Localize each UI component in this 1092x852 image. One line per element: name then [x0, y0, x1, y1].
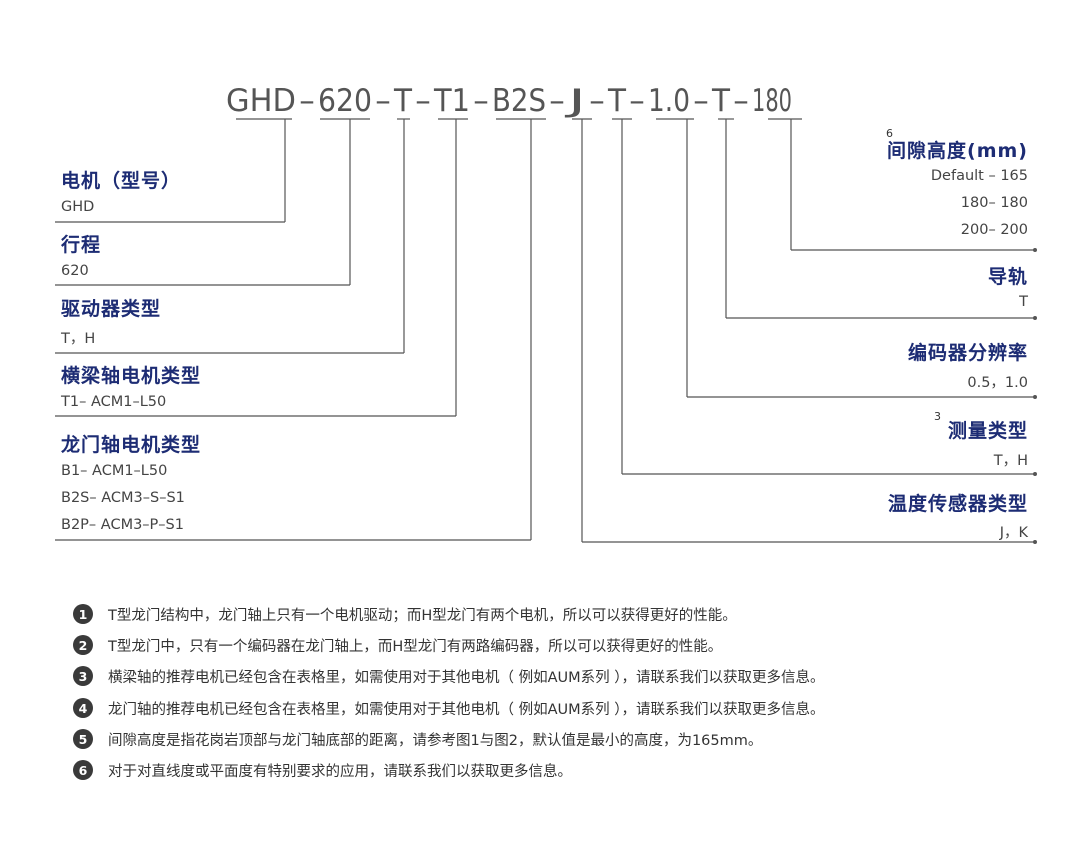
code-separator: – — [733, 83, 749, 119]
note-number-badge: 2 — [73, 635, 93, 655]
code-segment-3: T — [393, 83, 413, 119]
measurement-type-title: 测量类型 — [947, 420, 1028, 442]
note-item-2: 2 T型龙门中，只有一个编码器在龙门轴上，而H型龙门有两路编码器，所以可以获得更… — [73, 634, 722, 656]
note-text: T型龙门结构中，龙门轴上只有一个电机驱动；而H型龙门有两个电机，所以可以获得更好… — [108, 607, 737, 624]
stroke-value: 620 — [61, 263, 89, 279]
encoder-resolution-value: 0.5，1.0 — [967, 375, 1028, 391]
code-separator: – — [473, 83, 489, 119]
code-segment-7: T — [607, 83, 627, 119]
driver-type-title: 驱动器类型 — [61, 298, 162, 320]
code-segment-9: T — [711, 83, 731, 119]
code-separator: – — [589, 83, 605, 119]
code-separator: – — [375, 83, 391, 119]
encoder-resolution-title: 编码器分辨率 — [907, 342, 1028, 364]
note-number-badge: 5 — [73, 729, 93, 749]
note-text: 对于对直线度或平面度有特别要求的应用，请联系我们以获取更多信息。 — [108, 763, 572, 780]
note-number-badge: 4 — [73, 698, 93, 718]
guide-rail-value: T — [1019, 294, 1028, 310]
motor-model-title: 电机（型号） — [61, 170, 182, 192]
gap-height-value-2: 180– 180 — [960, 195, 1028, 211]
code-segment-6: J — [564, 83, 586, 119]
right-connector-dot-3 — [1033, 395, 1037, 399]
gap-height-value-1: Default – 165 — [930, 168, 1028, 184]
gantry-motor-type-value-2: B2S– ACM3–S–S1 — [61, 490, 185, 506]
code-separator: – — [549, 83, 565, 119]
note-text: T型龙门中，只有一个编码器在龙门轴上，而H型龙门有两路编码器，所以可以获得更好的… — [108, 638, 723, 655]
right-connector-dot-2 — [1033, 316, 1037, 320]
gantry-motor-type-value-1: B1– ACM1–L50 — [61, 463, 168, 479]
model-code: GHD–620–T–T1–B2S–J–T–1.0–T–180 — [226, 83, 792, 119]
right-connector-dot-4 — [1033, 472, 1037, 476]
code-segment-4: T1 — [433, 83, 470, 119]
gap-height-title: 间隙高度(mm) — [887, 140, 1028, 162]
code-separator: – — [299, 83, 315, 119]
code-segment-5: B2S — [492, 83, 546, 119]
code-separator: – — [693, 83, 709, 119]
note-number-badge: 3 — [73, 666, 93, 686]
code-segment-2: 620 — [318, 83, 372, 119]
gap-height-note-ref: 6 — [886, 127, 893, 140]
note-item-3: 3 横梁轴的推荐电机已经包含在表格里，如需使用对于其他电机（ 例如AUM系列 ）… — [73, 665, 825, 687]
code-segment-10: 180 — [752, 83, 792, 119]
note-item-5: 5 间隙高度是指花岗岩顶部与龙门轴底部的距离，请参考图1与图2，默认值是最小的高… — [73, 728, 762, 750]
right-connector-dot-1 — [1033, 248, 1037, 252]
note-number-badge: 6 — [73, 760, 93, 780]
driver-type-value: T，H — [61, 331, 96, 347]
guide-rail-title: 导轨 — [987, 266, 1028, 288]
measurement-type-value: T，H — [993, 453, 1028, 469]
temp-sensor-type-value: J，K — [999, 525, 1028, 541]
gantry-motor-type-value-3: B2P– ACM3–P–S1 — [61, 517, 184, 533]
temp-sensor-type-title: 温度传感器类型 — [887, 493, 1028, 515]
gap-height-value-3: 200– 200 — [960, 222, 1028, 238]
note-item-6: 6 对于对直线度或平面度有特别要求的应用，请联系我们以获取更多信息。 — [73, 759, 572, 781]
right-connector-dot-5 — [1033, 540, 1037, 544]
beam-motor-type-title: 横梁轴电机类型 — [61, 365, 202, 387]
code-segment-8: 1.0 — [648, 83, 690, 119]
stroke-title: 行程 — [61, 234, 102, 256]
note-item-4: 4 龙门轴的推荐电机已经包含在表格里，如需使用对于其他电机（ 例如AUM系列 ）… — [73, 697, 825, 719]
gantry-motor-type-title: 龙门轴电机类型 — [61, 434, 202, 456]
code-separator: – — [415, 83, 431, 119]
note-text: 龙门轴的推荐电机已经包含在表格里，如需使用对于其他电机（ 例如AUM系列 ），请… — [108, 701, 825, 718]
beam-motor-type-value: T1– ACM1–L50 — [61, 394, 167, 410]
code-segment-1: GHD — [226, 83, 296, 119]
motor-model-value: GHD — [61, 199, 95, 215]
note-text: 间隙高度是指花岗岩顶部与龙门轴底部的距离，请参考图1与图2，默认值是最小的高度，… — [108, 732, 763, 749]
note-text: 横梁轴的推荐电机已经包含在表格里，如需使用对于其他电机（ 例如AUM系列 ），请… — [108, 669, 825, 686]
measurement-type-note-ref: 3 — [934, 410, 941, 423]
code-separator: – — [629, 83, 645, 119]
note-item-1: 1 T型龙门结构中，龙门轴上只有一个电机驱动；而H型龙门有两个电机，所以可以获得… — [73, 603, 737, 625]
note-number-badge: 1 — [73, 604, 93, 624]
